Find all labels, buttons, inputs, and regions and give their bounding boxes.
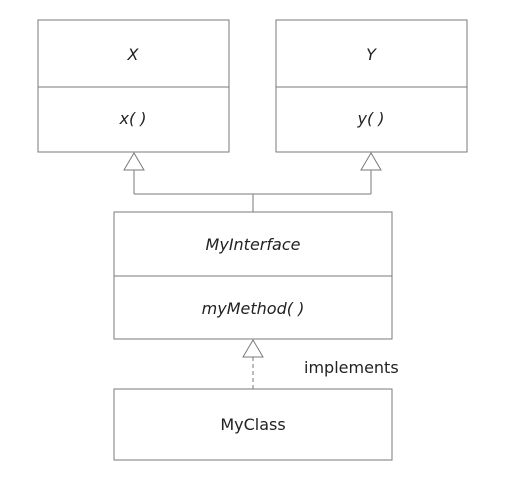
class-x-box: X x( ): [37, 19, 230, 153]
class-y-method: y( ): [356, 109, 384, 128]
inheritance-connector: [133, 170, 372, 212]
class-y-box: Y y( ): [275, 19, 468, 153]
implements-label: implements: [304, 358, 399, 377]
interface-method: myMethod( ): [202, 299, 305, 318]
realization-arrow-icon: [242, 339, 264, 358]
interface-name: MyInterface: [206, 235, 301, 254]
generalization-arrow-icon: [123, 152, 145, 171]
interface-box: MyInterface myMethod( ): [113, 211, 393, 340]
class-x-method: x( ): [118, 109, 146, 128]
class-x-name: X: [127, 45, 140, 64]
generalization-arrow-icon: [360, 152, 382, 171]
myclass-box: MyClass: [113, 388, 393, 461]
class-y-name: Y: [366, 45, 377, 64]
myclass-name: MyClass: [220, 415, 285, 434]
